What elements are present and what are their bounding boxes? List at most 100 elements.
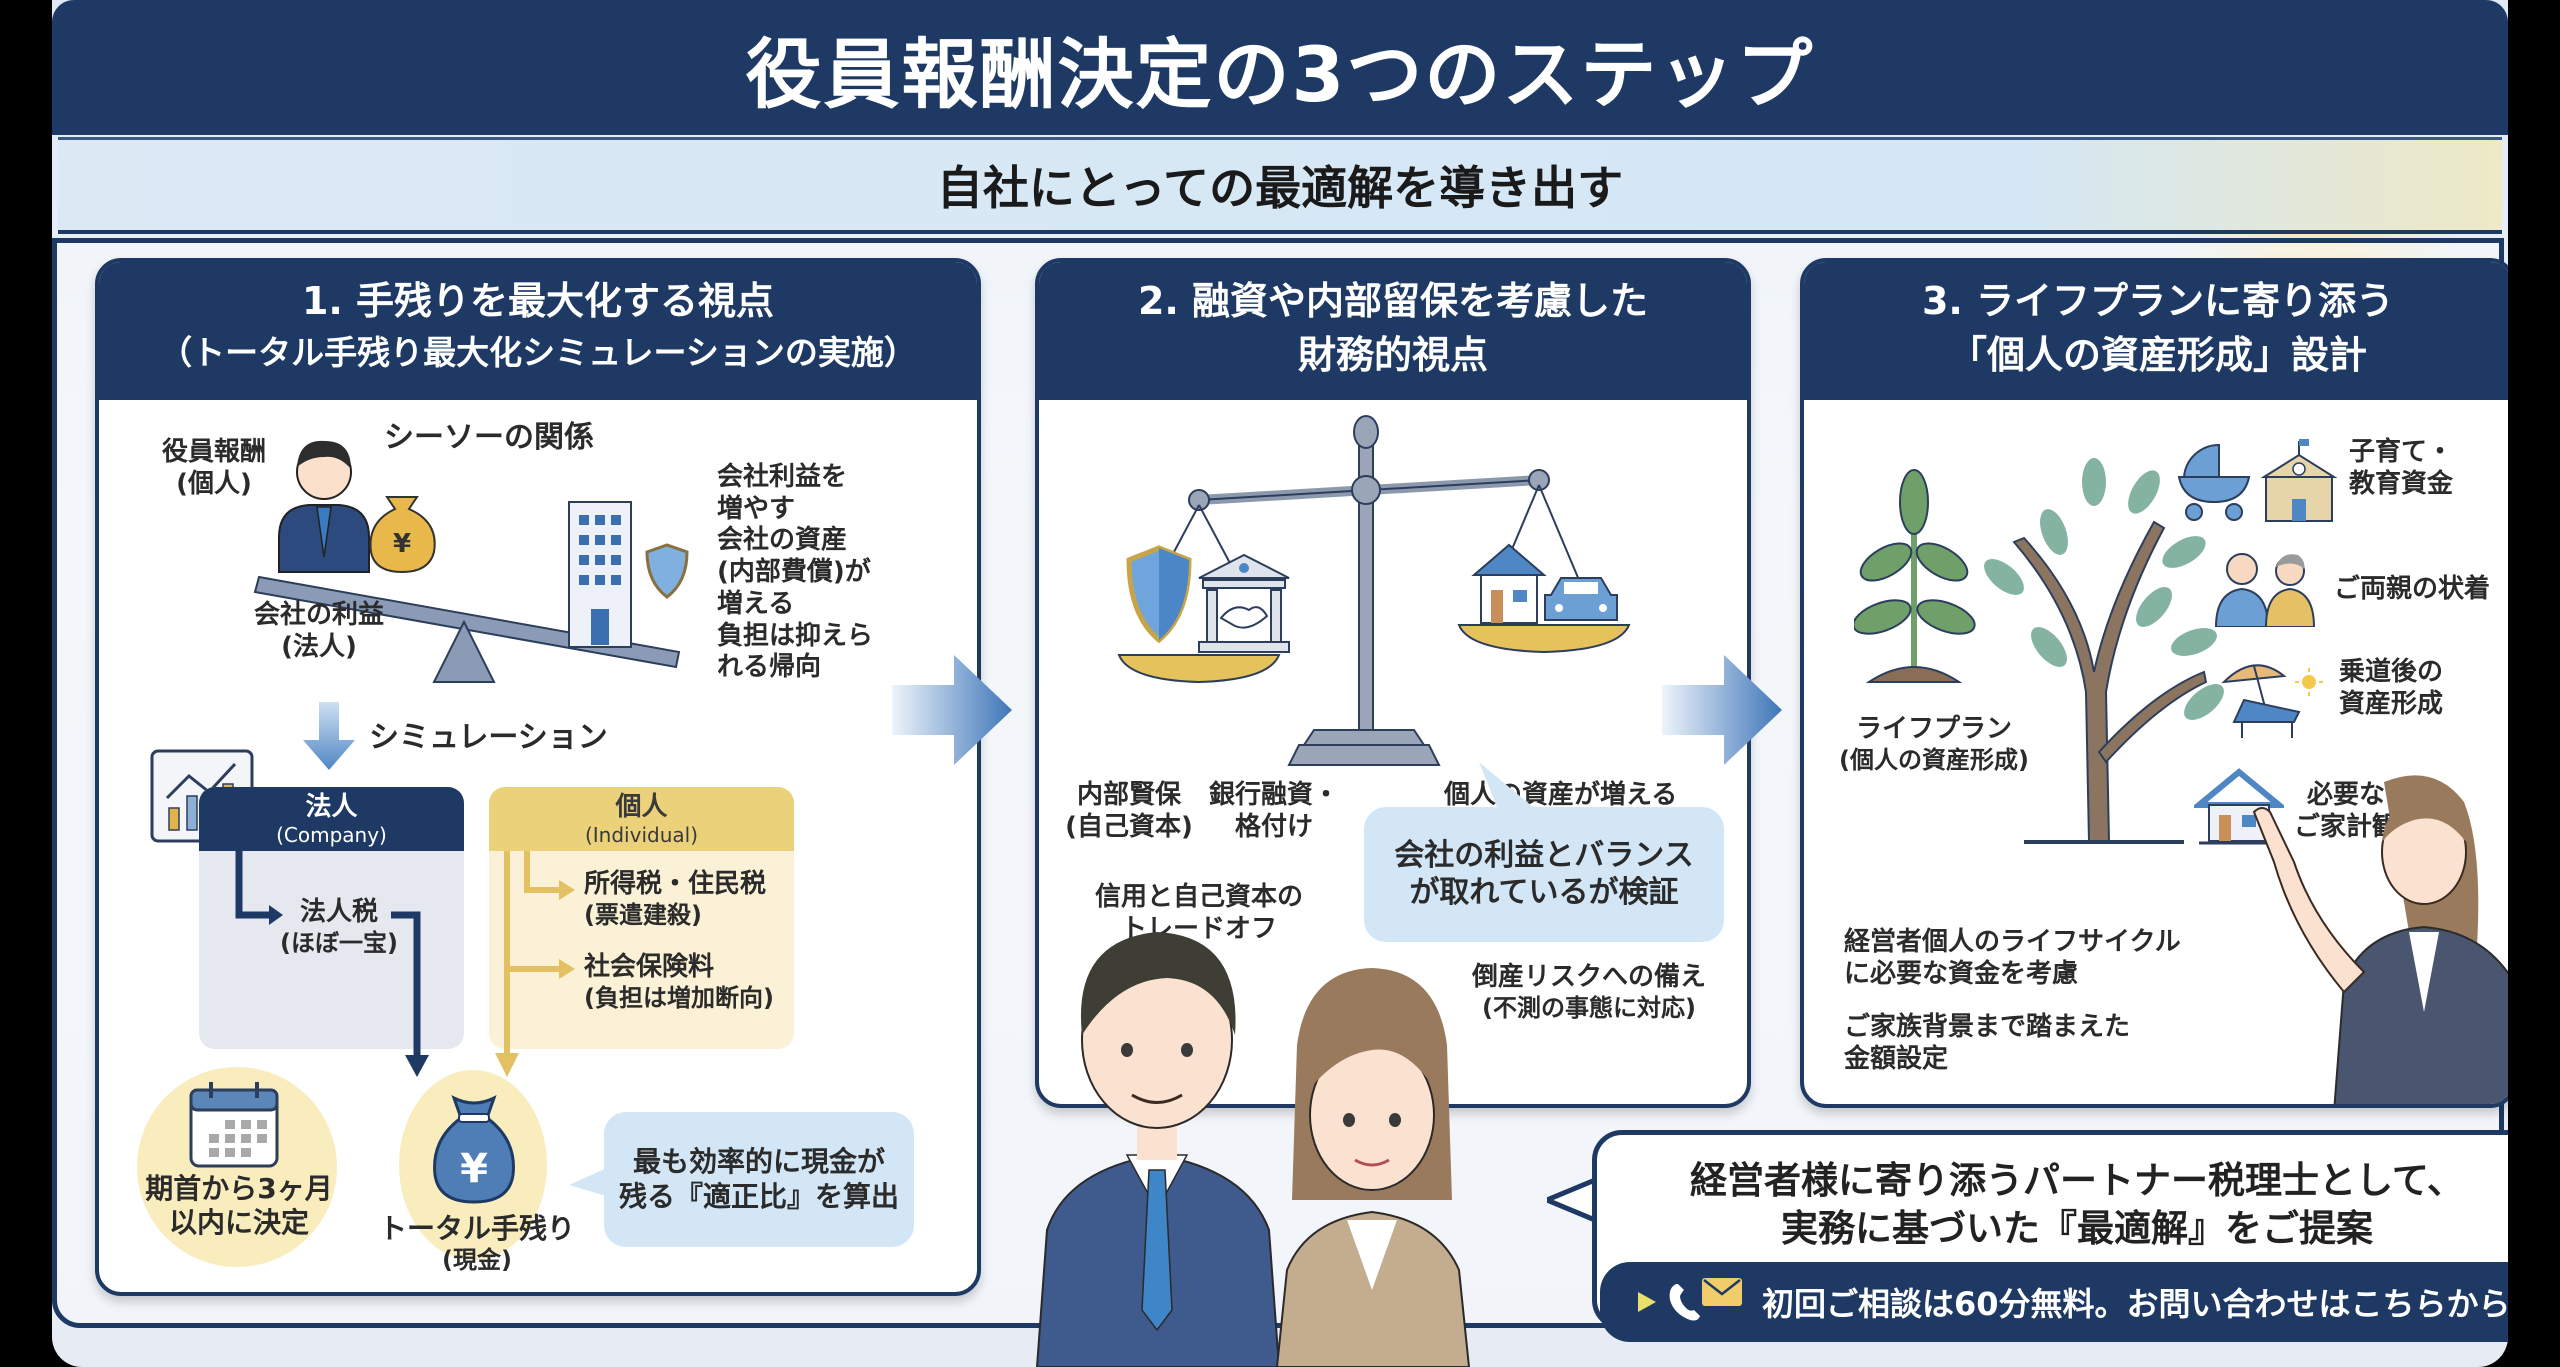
company-profit-label: 会社の利益 (法人) [249, 600, 389, 663]
corporate-tax-text: 法人税 [299, 897, 378, 927]
family-note-line: 金額設定 [1844, 1043, 1949, 1074]
step-1-header: 1. 手残りを最大化する視点 （トータル手残り最大化シミュレーションの実施） [99, 262, 977, 400]
beach-chair-icon [2221, 664, 2323, 738]
tradeoff-label: 信用と自己資本の トレードオフ [1069, 882, 1329, 945]
individual-tax-box: 個人 (Individual) 所得税・住民税 (票遣建殺) 社会保険料 (負担… [489, 787, 794, 1049]
right-note-line: 増やす [717, 493, 796, 524]
businessman-icon [278, 440, 370, 573]
education-fund-text: 子育て・ [2349, 437, 2454, 467]
life-plan-sub: (個人の資産形成) [1839, 745, 2029, 774]
step-3-header: 3. ライフプランに寄り添う 「個人の資産形成」設計 [1804, 262, 2508, 400]
company-box-subtitle: (Company) [276, 823, 387, 847]
cta-message-line2: 実務に基づいた『最適解』をご提案 [1781, 1207, 2373, 1250]
retained-earnings-label: 内部賢保 (自己資本) [1059, 780, 1199, 843]
seesaw-title: シーソーの関係 [384, 420, 594, 455]
education-fund-label: 子育て・ 教育資金 [2349, 437, 2453, 500]
car-icon [1544, 577, 1618, 621]
advisors-illustration [1035, 932, 1471, 1367]
bankruptcy-risk-sub: (不測の事態に対応) [1482, 993, 1696, 1022]
parents-status-label: ご両親の状着 [2334, 574, 2491, 604]
next-step-arrow-icon [1662, 655, 1782, 765]
contact-button-label: 初回ご相談は60分無料。お問い合わせはこちらから [1762, 1285, 2508, 1323]
cta-message: 経営者様に寄り添うパートナー税理士として、 実務に基づいた『最適解』をご提案 [1627, 1157, 2508, 1253]
seesaw-illustration: ¥ [253, 440, 689, 683]
right-note-line: 負担は抑えら [717, 620, 874, 651]
step-1-title: 1. 手残りを最大化する視点 [301, 279, 775, 323]
right-note-line: 増える [717, 588, 795, 619]
life-plan-tree-illustration [1854, 458, 2224, 844]
right-note-line: (内部費償)が [717, 557, 871, 588]
cta-message-line1: 経営者様に寄り添うパートナー税理士として、 [1689, 1159, 2465, 1202]
education-fund-sub: 教育資金 [2349, 468, 2454, 499]
life-plan-label: ライフプラン (個人の資産形成) [1824, 714, 2044, 775]
subtitle-bar: 自社にとっての最適解を導き出す [58, 137, 2502, 234]
household-view-label: 必要な ご家計観 [2286, 780, 2406, 843]
retirement-assets-sub: 資産形成 [2339, 688, 2444, 719]
retirement-assets-label: 乗道後の 資産形成 [2339, 657, 2443, 720]
retained-earnings-text: 内部賢保 [1076, 780, 1181, 810]
bankruptcy-risk-label: 倒産リスクへの備え (不測の事態に対応) [1439, 962, 1739, 1023]
company-profit-sub: (法人) [281, 631, 357, 662]
female-advisor [1275, 968, 1471, 1367]
bubble-line: 会社の利益とバランス [1394, 837, 1694, 873]
contact-button[interactable]: 初回ご相談は60分無料。お問い合わせはこちらから [1600, 1262, 2508, 1342]
phone-icon [1669, 1284, 1700, 1321]
individual-box-subtitle: (Individual) [584, 823, 698, 847]
bubble-line: 残る『適正比』を算出 [618, 1179, 899, 1213]
step-1-panel: 1. 手残りを最大化する視点 （トータル手残り最大化シミュレーションの実施） 役… [95, 258, 981, 1296]
elderly-parents-icon [2214, 553, 2316, 627]
corporate-tax-label: 法人税 (ほぼ一宝) [279, 897, 399, 958]
bubble-tail [1479, 762, 1539, 812]
household-view-text: 必要な [2306, 780, 2385, 810]
bankruptcy-risk-text: 倒産リスクへの備え [1471, 962, 1706, 992]
executive-pay-text: 役員報酬 [161, 437, 266, 467]
executive-pay-sub: (個人) [176, 468, 252, 499]
right-note-line: 会社利益を [717, 462, 848, 492]
company-profit-text: 会社の利益 [253, 600, 384, 630]
income-tax-text: 所得税・住民税 [584, 869, 767, 899]
step-2-title: 2. 融資や内部留保を考慮した [1137, 279, 1649, 323]
executive-pay-label: 役員報酬 (個人) [149, 437, 279, 500]
total-cash-sub: (現金) [442, 1246, 512, 1275]
household-view-sub: ご家計観 [2293, 811, 2398, 842]
company-flow-arrows [235, 851, 429, 1077]
individual-box-title: 個人 [615, 792, 668, 822]
balance-scale-illustration [1117, 415, 1631, 766]
bank-loan-text: 銀行融資・ [1208, 780, 1339, 810]
step-2-subtitle: 財務的視点 [1297, 333, 1488, 377]
right-note-line: れる帰向 [717, 652, 822, 683]
lifecycle-note: 経営者個人のライフサイクル に必要な資金を考慮 [1844, 927, 2181, 990]
social-insurance-label: 社会保険料 (負担は増加断向) [584, 952, 774, 1013]
step-1-subtitle: （トータル手残り最大化シミュレーションの実施） [159, 333, 917, 372]
lifecycle-note-line: に必要な資金を考慮 [1844, 958, 2079, 989]
optimal-ratio-text: 最も効率的に現金が 残る『適正比』を算出 [619, 1145, 899, 1213]
title-bar: 役員報酬決定の3つのステップ [52, 0, 2508, 135]
company-box-title: 法人 [305, 792, 358, 822]
step-2-header: 2. 融資や内部留保を考慮した 財務的視点 [1039, 262, 1747, 400]
personal-assets-label: 個人の資産が増える [1444, 780, 1678, 810]
step-3-subtitle: 「個人の資産形成」設計 [1948, 333, 2367, 377]
infographic-frame: 役員報酬決定の3つのステップ 自社にとっての最適解を導き出す 1. 手残りを最大… [52, 0, 2508, 1367]
svg-text:¥: ¥ [460, 1146, 488, 1192]
male-advisor [1035, 932, 1281, 1367]
family-background-note: ご家族背景まで踏まえた 金額設定 [1844, 1012, 2130, 1075]
tradeoff-line: 信用と自己資本の [1094, 882, 1303, 912]
balance-check-bubble: 会社の利益とバランス が取れているが検証 [1364, 807, 1724, 942]
total-cash-label: トータル手残り (現金) [367, 1212, 587, 1275]
bubble-tail [569, 1167, 609, 1197]
seesaw-fulcrum [432, 619, 496, 683]
step-3-panel: 3. ライフプランに寄り添う 「個人の資産形成」設計 [1800, 258, 2508, 1108]
deadline-line: 以内に決定 [168, 1206, 309, 1240]
step-3-title: 3. ライフプランに寄り添う [1921, 279, 2395, 323]
bank-handshake-icon [1198, 553, 1290, 653]
house-icon [1471, 543, 1547, 624]
simulation-label: シミュレーション [369, 720, 608, 755]
stroller-school-icon [2177, 439, 2338, 522]
sprout-icon [1854, 469, 1976, 683]
office-building-icon [568, 501, 632, 648]
shield-icon [1126, 545, 1192, 644]
retirement-assets-text: 乗道後の [2339, 657, 2444, 687]
svg-text:¥: ¥ [393, 529, 411, 559]
total-cash-text: トータル手残り [378, 1212, 575, 1245]
optimal-ratio-bubble: 最も効率的に現金が 残る『適正比』を算出 [604, 1112, 914, 1247]
